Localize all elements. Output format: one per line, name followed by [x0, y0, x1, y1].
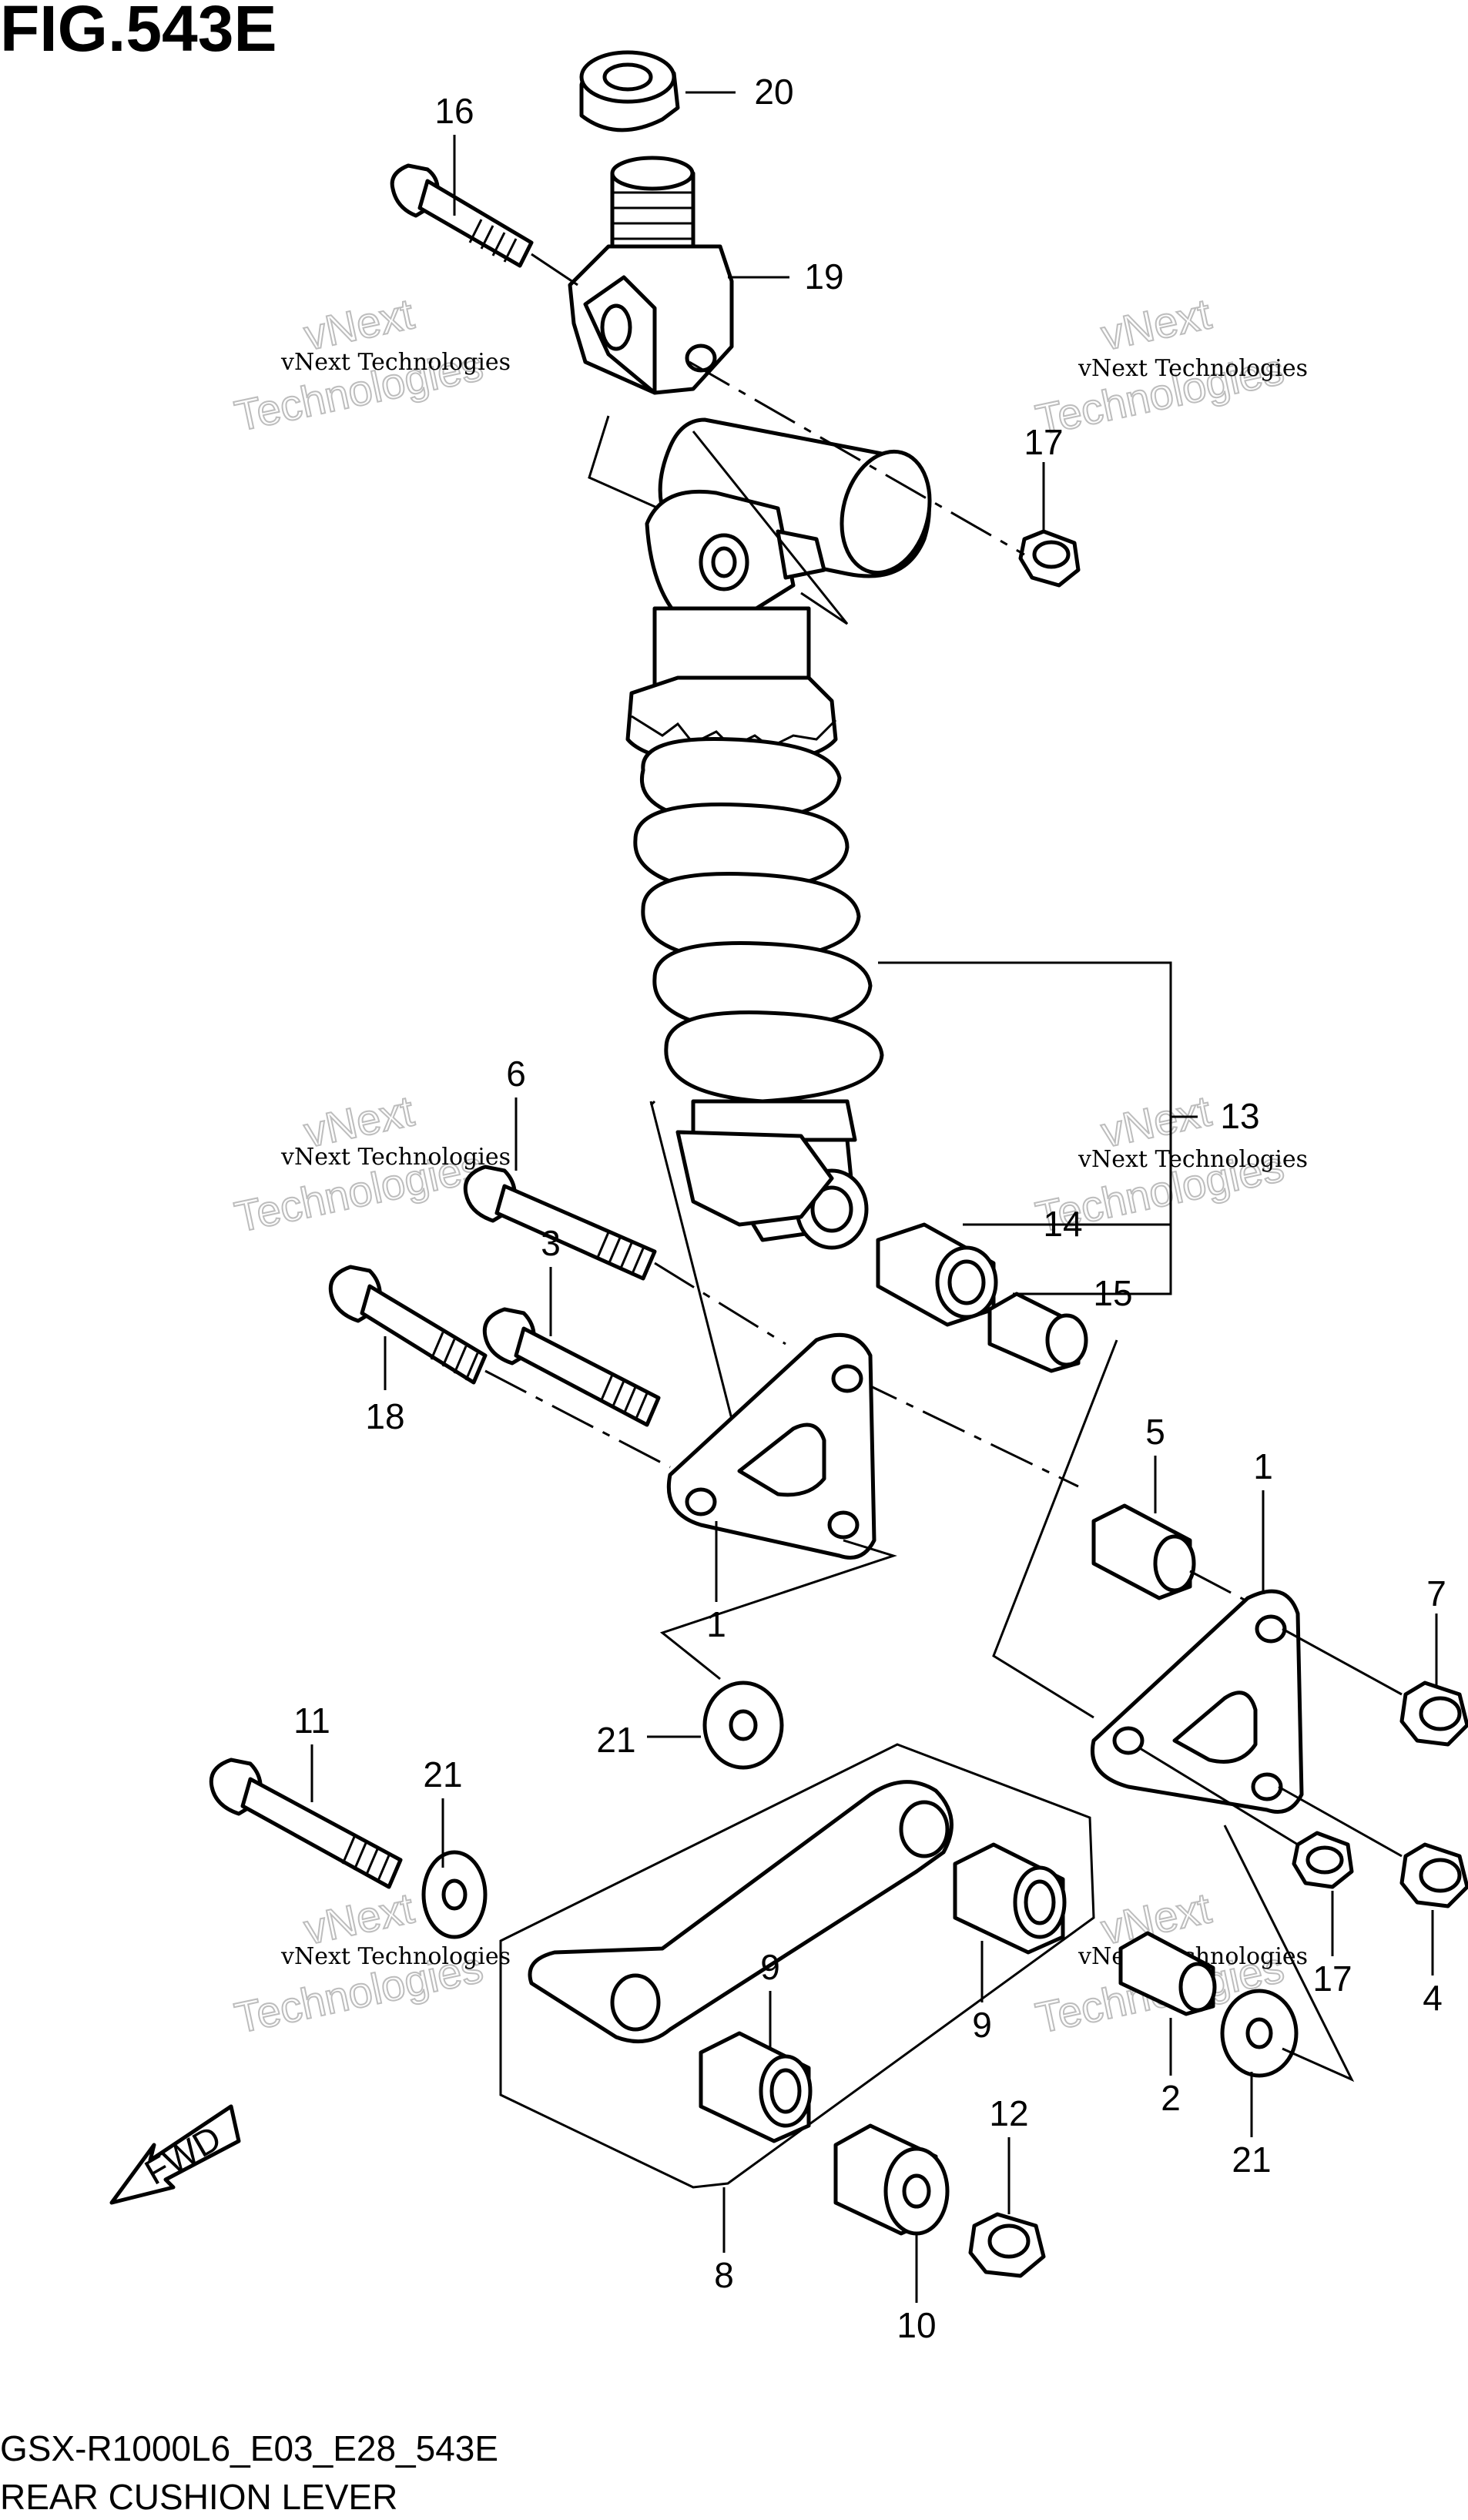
callout-12: 12	[989, 2093, 1028, 2133]
part-6-bolt	[463, 1164, 657, 1281]
part-3-bolt	[482, 1307, 661, 1427]
part-12-nut	[968, 2212, 1046, 2278]
axis-line	[1223, 1825, 1355, 2083]
callout-21: 21	[423, 1754, 462, 1794]
part-8-lever	[528, 1780, 954, 2044]
part-1-plate-right	[1091, 1589, 1304, 1814]
watermark-top-left: Technologies vNext vNext Technologies	[230, 288, 511, 441]
part-17-nut-lower	[1292, 1831, 1354, 1889]
axis-line	[1139, 1747, 1299, 1846]
shock-absorber	[625, 417, 932, 1250]
part-10-collar	[833, 2123, 950, 2236]
callout-1: 1	[1253, 1446, 1273, 1486]
part-5-collar	[1091, 1503, 1196, 1600]
callout-3: 3	[541, 1223, 561, 1263]
callout-17: 17	[1312, 1959, 1352, 1999]
callout-7: 7	[1426, 1573, 1446, 1614]
watermark-top-right: Technologies vNext vNext Technologies	[1031, 288, 1308, 444]
part-16-bolt	[390, 163, 578, 287]
figure-code: GSX-R1000L6_E03_E28_543E	[0, 2428, 498, 2468]
axis-line	[659, 1539, 897, 1681]
figure-title: FIG.543E	[0, 0, 277, 65]
callout-leaders	[310, 91, 1438, 2303]
watermark-text: vNext Technologies	[280, 1943, 511, 1970]
part-2-collar	[1118, 1931, 1217, 2016]
axis-line	[588, 415, 659, 510]
callout-9: 9	[972, 2005, 992, 2045]
callout-19: 19	[804, 256, 843, 297]
axis-line	[654, 1262, 786, 1345]
callout-21: 21	[596, 1720, 635, 1760]
callout-2: 2	[1161, 2078, 1181, 2118]
axis-line	[854, 1377, 1079, 1488]
callout-16: 16	[434, 91, 474, 131]
callout-17: 17	[1024, 422, 1063, 462]
callout-6: 6	[506, 1054, 526, 1094]
watermark-text: vNext Technologies	[280, 1144, 511, 1171]
part-21-washer-left	[702, 1681, 784, 1770]
callout-11: 11	[293, 1701, 330, 1741]
callout-14: 14	[1043, 1204, 1082, 1244]
callout-5: 5	[1145, 1412, 1165, 1452]
axis-line	[1189, 1570, 1264, 1611]
watermark-text: vNext Technologies	[1078, 355, 1308, 382]
callout-8: 8	[714, 2255, 734, 2295]
part-9-bushing-left	[699, 2031, 813, 2143]
callout-9: 9	[760, 1947, 780, 1987]
part-8-outline	[499, 1743, 1095, 2189]
callout-13: 13	[1220, 1096, 1259, 1136]
watermark-text: vNext Technologies	[1078, 1146, 1308, 1173]
part-20-cap	[579, 50, 680, 132]
part-18-bolt	[328, 1265, 488, 1385]
watermark-mid-left: Technologies vNext vNext Technologies	[230, 1085, 511, 1242]
axis-line	[484, 1369, 671, 1469]
part-11-bolt	[209, 1758, 403, 1889]
part-17-nut-upper	[1018, 529, 1081, 588]
part-15-collar	[987, 1292, 1088, 1373]
part-19-upper-mount	[568, 156, 734, 395]
watermark-vnext: vNext	[1097, 289, 1215, 359]
axis-line	[649, 1100, 656, 1107]
fwd-arrow: FWD	[109, 2104, 241, 2205]
callout-20: 20	[754, 72, 793, 112]
callout-1: 1	[706, 1604, 726, 1644]
callout-15: 15	[1093, 1273, 1132, 1313]
part-4-nut	[1399, 1842, 1468, 1908]
part-7-nut	[1399, 1681, 1468, 1747]
part-21-washer-right	[1220, 1989, 1299, 2078]
callout-21: 21	[1232, 2140, 1271, 2180]
callout-10: 10	[897, 2305, 936, 2345]
axis-line	[1278, 1785, 1403, 1858]
axis-line	[689, 360, 1025, 556]
callout-labels: 20 16 19 17 6 13 14 15 3 18 1 5 1 7 21 1…	[293, 72, 1446, 2345]
axis-line	[992, 1339, 1118, 1719]
part-14-bushing	[876, 1222, 998, 1327]
part-9-bushing-right	[953, 1842, 1067, 1955]
bracket-13-15	[878, 961, 1172, 1295]
watermark-text: vNext Technologies	[280, 349, 511, 376]
callout-18: 18	[365, 1396, 404, 1436]
figure-name: REAR CUSHION LEVER	[0, 2477, 397, 2517]
part-21-washer-mid	[421, 1850, 488, 1939]
callout-4: 4	[1423, 1978, 1443, 2018]
axis-line	[692, 431, 849, 625]
axis-line	[1282, 1627, 1403, 1696]
part-1-plate-left	[666, 1332, 876, 1560]
